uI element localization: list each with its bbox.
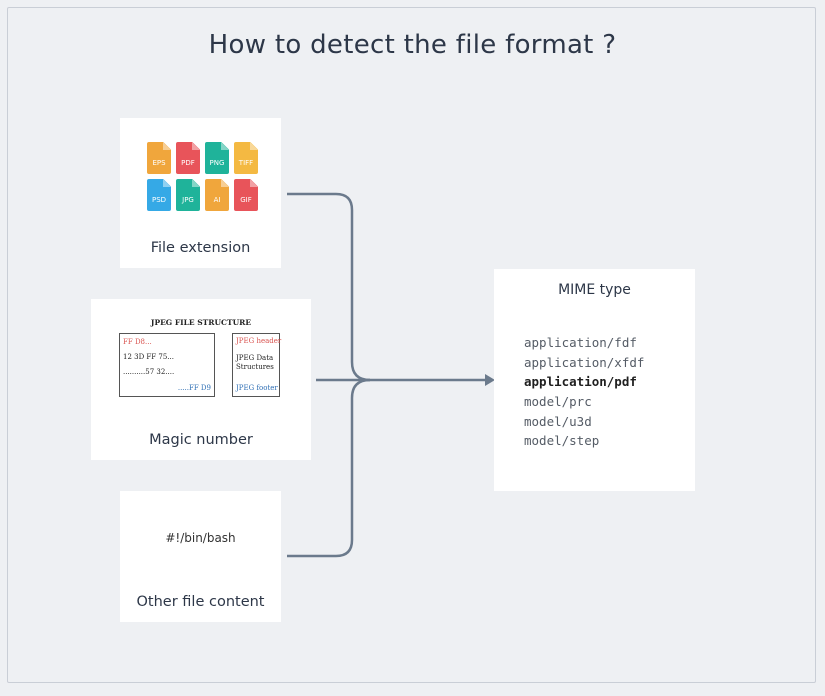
file-fold — [192, 179, 200, 187]
mime-type-item: application/pdf — [524, 374, 637, 390]
file-psd-icon: PSD — [147, 179, 171, 211]
file-extension-card: EPS PDF PNG TIFF PSD JPG AI GIF File extension — [120, 118, 281, 268]
mime-type-card: MIME type application/fdf application/xfd… — [494, 269, 695, 491]
mime-type-item: model/prc — [524, 394, 592, 410]
file-fold — [221, 179, 229, 187]
file-type-icons: EPS PDF PNG TIFF PSD JPG AI GIF — [147, 142, 259, 211]
jpeg-footer-label: JPEG footer — [236, 384, 278, 392]
file-ext-label: TIFF — [238, 159, 254, 167]
file-png-icon: PNG — [205, 142, 229, 174]
file-fold — [250, 179, 258, 187]
mime-type-item: model/step — [524, 433, 600, 449]
mime-type-list: application/fdf application/xfdf applicati… — [524, 333, 644, 451]
file-fold — [221, 142, 229, 150]
file-ext-label: EPS — [152, 159, 166, 167]
mime-type-item: model/u3d — [524, 413, 592, 429]
file-fold — [163, 179, 171, 187]
file-fold — [192, 142, 200, 150]
connector-top — [287, 192, 371, 382]
file-jpg-icon: JPG — [176, 179, 200, 211]
file-ai-icon: AI — [205, 179, 229, 211]
arrow-head — [485, 374, 495, 386]
other-content-label: Other file content — [136, 594, 265, 610]
bytes-end: .....FF D9 — [177, 384, 211, 392]
magic-number-card: JPEG FILE STRUCTURE FF D8... 12 3D FF 75… — [91, 299, 311, 460]
jpeg-data-label-2: Structures — [236, 363, 274, 371]
file-ext-label: PDF — [181, 159, 195, 167]
file-extension-label: File extension — [150, 240, 251, 256]
file-fold — [250, 142, 258, 150]
bytes-start: FF D8... — [123, 338, 152, 346]
file-ext-label: PNG — [209, 159, 225, 167]
jpeg-structure-title: JPEG FILE STRUCTURE — [150, 318, 252, 327]
file-gif-icon: GIF — [234, 179, 258, 211]
file-fold — [163, 142, 171, 150]
connector-bottom — [287, 378, 371, 558]
jpeg-sections-box: JPEG header JPEG Data Structures JPEG fo… — [232, 333, 282, 397]
file-eps-icon: EPS — [147, 142, 171, 174]
file-ext-label: GIF — [240, 196, 252, 204]
diagram-title: How to detect the file format ? — [208, 30, 617, 60]
mime-type-title: MIME type — [558, 282, 631, 298]
bytes-mid: 12 3D FF 75... — [123, 353, 174, 361]
magic-number-label: Magic number — [149, 432, 253, 448]
mime-type-item: application/xfdf — [524, 354, 645, 370]
mime-type-item: application/fdf — [524, 335, 637, 350]
jpeg-data-label-1: JPEG Data — [236, 354, 274, 362]
shebang-snippet: #!/bin/bash — [165, 531, 236, 545]
file-ext-label: JPG — [182, 196, 194, 204]
jpeg-bytes-box: FF D8... 12 3D FF 75... ..........57 32.… — [119, 333, 215, 397]
file-ext-label: AI — [213, 196, 221, 204]
other-content-card: #!/bin/bash Other file content — [120, 491, 281, 622]
file-tiff-icon: TIFF — [234, 142, 258, 174]
file-pdf-icon: PDF — [176, 142, 200, 174]
bytes-more: ..........57 32.... — [123, 368, 175, 376]
file-ext-label: PSD — [151, 196, 167, 204]
jpeg-header-label: JPEG header — [236, 337, 282, 345]
